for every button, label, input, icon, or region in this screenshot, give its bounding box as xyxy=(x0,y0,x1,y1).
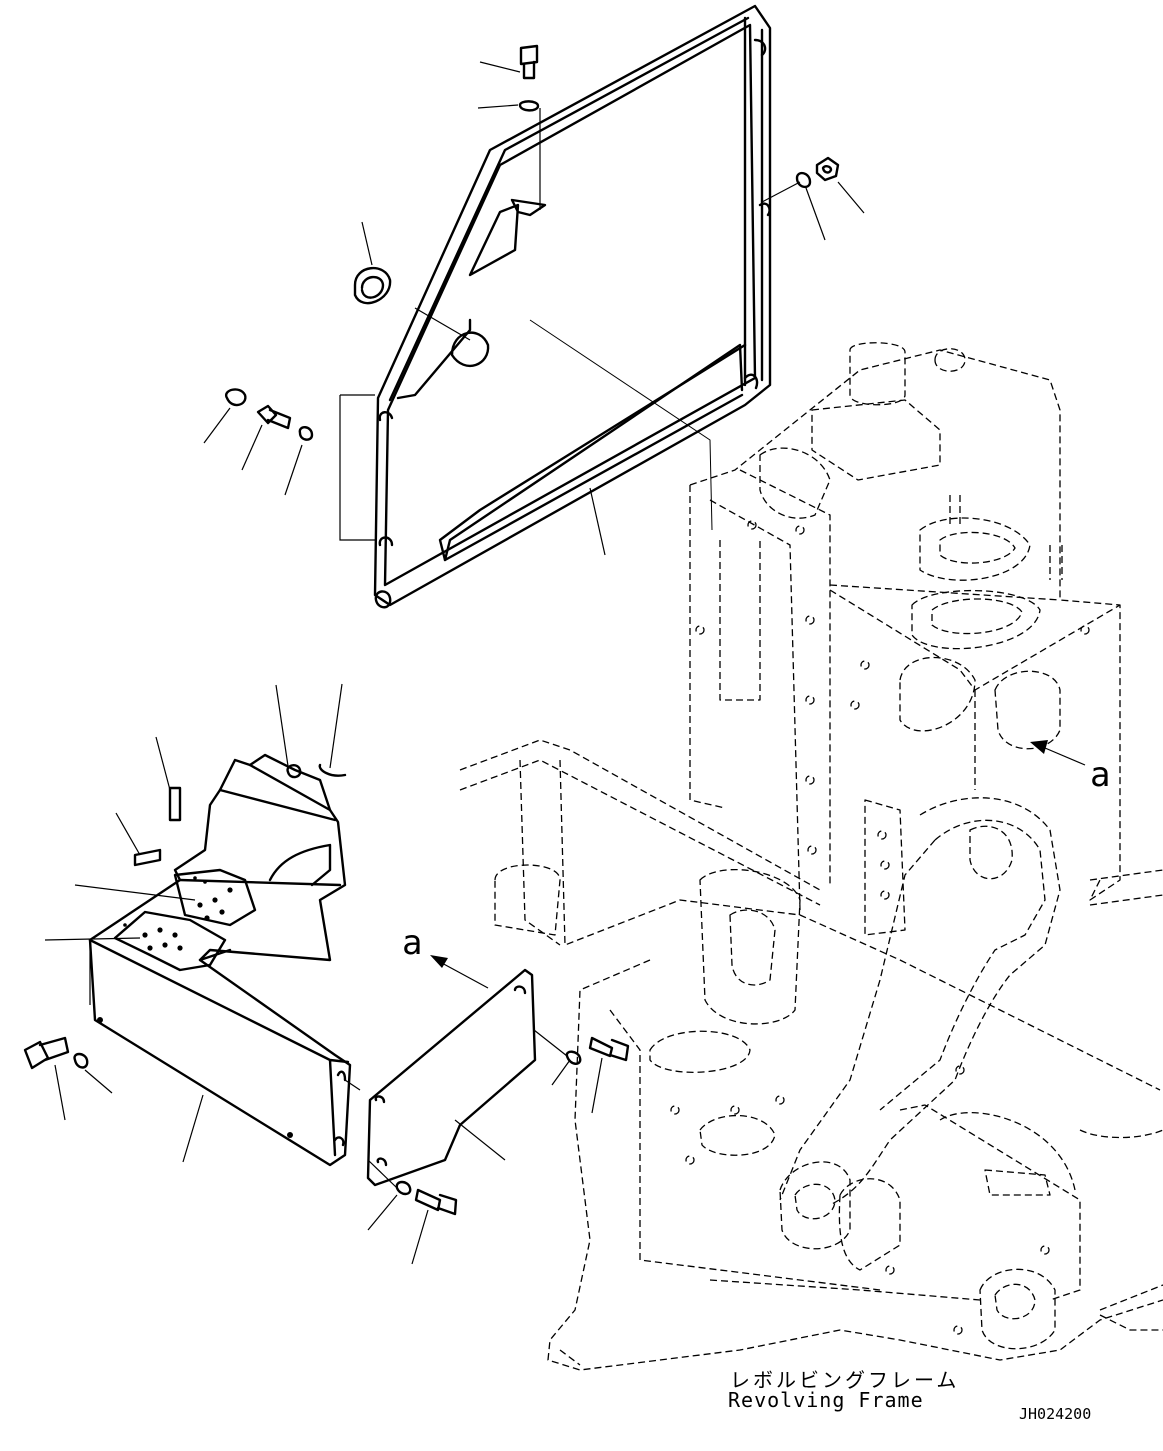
frame-name-english: Revolving Frame xyxy=(728,1388,924,1412)
leader-lines xyxy=(44,61,865,1265)
view-arrow-left xyxy=(430,955,489,989)
side-plate xyxy=(366,968,537,1187)
side-fasteners xyxy=(23,940,630,1216)
view-arrow-right xyxy=(1030,740,1086,766)
frame-fasteners xyxy=(224,44,840,531)
lower-cover xyxy=(88,753,352,1167)
frame-name-japanese: レボルビングフレーム xyxy=(730,1368,960,1392)
view-arrow-label-left: a xyxy=(402,923,423,963)
view-arrow-label-right: a xyxy=(1090,755,1111,795)
revolving-frame xyxy=(459,342,1163,1371)
drawing-number: JH024200 xyxy=(1019,1405,1092,1423)
frame-panel xyxy=(339,4,772,609)
